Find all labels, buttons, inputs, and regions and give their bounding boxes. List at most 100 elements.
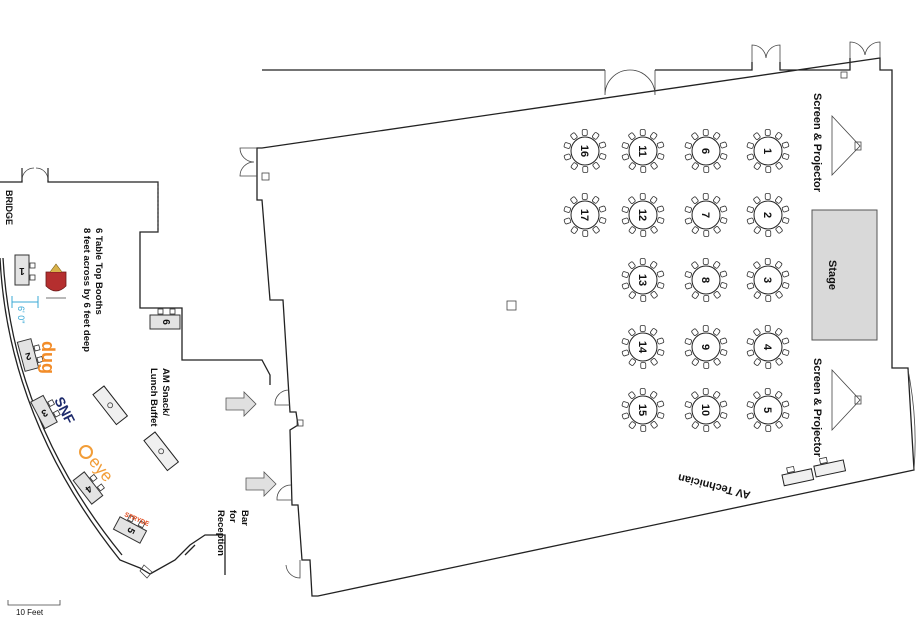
chair — [775, 358, 783, 366]
table-top — [753, 395, 783, 425]
chair — [719, 270, 728, 278]
chair — [746, 412, 755, 420]
chair — [570, 196, 578, 204]
table-number: 11 — [636, 145, 648, 157]
chair — [639, 325, 646, 332]
round-table-4: 4 — [746, 325, 790, 369]
table-top — [628, 200, 658, 230]
booth-number: 6 — [160, 319, 171, 325]
chair — [640, 425, 647, 432]
chair — [775, 132, 783, 140]
chair — [628, 196, 636, 204]
entry-arrow-1 — [225, 391, 257, 417]
table-top — [570, 136, 600, 166]
chair — [720, 217, 728, 224]
bar-label-line2: for — [227, 510, 238, 523]
booth-2: 2 — [16, 338, 44, 372]
chair — [746, 282, 755, 290]
table-top — [691, 200, 721, 230]
chair — [764, 193, 771, 200]
chair — [169, 308, 176, 315]
booth-1: 1 — [14, 254, 36, 286]
table-top — [753, 200, 783, 230]
chair — [650, 358, 658, 366]
chair — [713, 358, 721, 366]
table-number: 10 — [699, 404, 711, 416]
chair — [691, 421, 699, 429]
chair — [581, 129, 588, 136]
chair — [581, 193, 588, 200]
chair — [29, 274, 36, 281]
buffet-table-2 — [143, 431, 180, 472]
table-number: 17 — [578, 209, 590, 221]
chair — [657, 412, 665, 419]
chair — [684, 338, 692, 345]
chair — [691, 226, 699, 234]
table-top — [628, 136, 658, 166]
snack-label-line2: Lunch Buffet — [148, 368, 159, 427]
chair — [713, 421, 721, 429]
chair — [639, 388, 646, 395]
chair — [563, 206, 571, 213]
table-top — [691, 265, 721, 295]
table-number: 13 — [636, 274, 648, 286]
chair — [621, 401, 629, 408]
chair — [137, 520, 146, 529]
chair — [684, 271, 692, 278]
chair — [746, 142, 754, 149]
chair — [746, 349, 755, 357]
table-top — [628, 395, 658, 425]
chair — [720, 349, 728, 356]
chair — [713, 132, 721, 140]
buffet-table-1 — [92, 385, 129, 426]
chair — [713, 328, 721, 336]
chair — [563, 153, 572, 161]
chair — [656, 205, 665, 213]
chair — [628, 162, 636, 170]
chair — [720, 412, 728, 419]
chair — [703, 166, 710, 173]
chair — [775, 421, 783, 429]
chair — [563, 217, 572, 225]
chair — [775, 291, 783, 299]
chair — [702, 258, 709, 265]
chair — [650, 196, 658, 204]
snack-label-line1: AM Snack/ — [160, 368, 171, 416]
chair — [703, 295, 710, 302]
chair — [691, 132, 699, 140]
booth-number: 5 — [124, 525, 137, 535]
chair — [775, 391, 783, 399]
round-table-12: 12 — [621, 193, 665, 237]
chair — [656, 141, 665, 149]
round-table-9: 9 — [684, 325, 728, 369]
chair — [650, 226, 658, 234]
chair — [599, 153, 607, 160]
chair — [782, 153, 790, 160]
chair — [582, 166, 589, 173]
booth-table — [149, 314, 181, 330]
chair — [621, 142, 629, 149]
chair — [582, 230, 589, 237]
chair — [650, 162, 658, 170]
chair — [781, 141, 790, 149]
table-top — [691, 332, 721, 362]
chair — [570, 226, 578, 234]
chair — [684, 282, 693, 290]
chair — [650, 132, 658, 140]
table-number: 1 — [761, 148, 773, 154]
chair — [628, 328, 636, 336]
booth-number: 3 — [39, 406, 49, 419]
chair — [36, 355, 44, 364]
chair — [691, 328, 699, 336]
chair — [764, 325, 771, 332]
chair — [621, 412, 630, 420]
chair — [691, 261, 699, 269]
chair — [746, 153, 755, 161]
chair — [765, 166, 772, 173]
chair — [775, 328, 783, 336]
chair — [47, 399, 56, 408]
bridge-label: BRIDGE — [4, 190, 14, 225]
chair — [781, 205, 790, 213]
chair — [656, 337, 665, 345]
crest-logo — [45, 263, 67, 299]
